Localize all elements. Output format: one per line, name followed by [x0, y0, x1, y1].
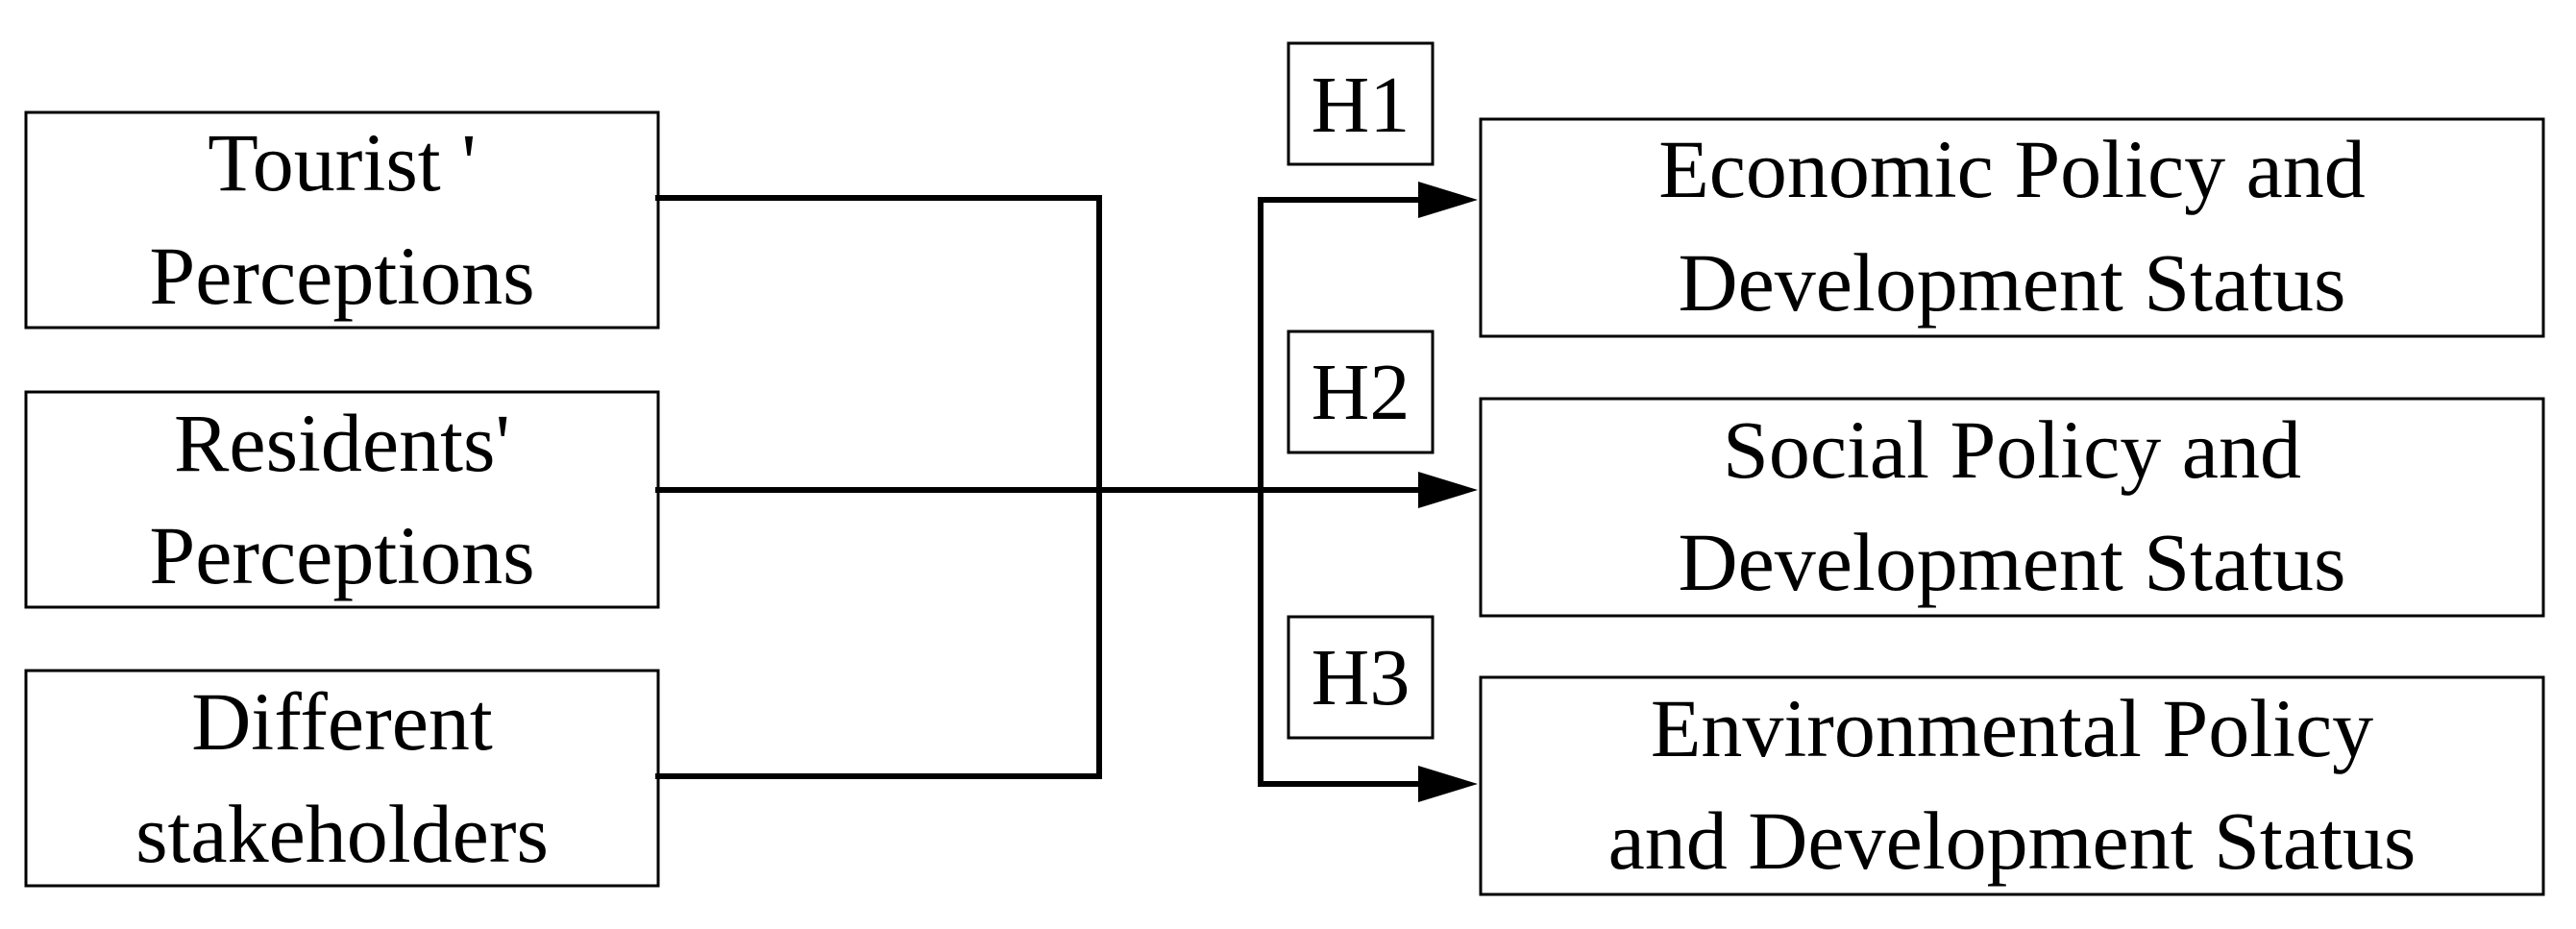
output-label-line1: Social Policy and	[1723, 403, 2301, 496]
output-box-environmental: Environmental Policy and Development Sta…	[1479, 675, 2545, 896]
output-label-line1: Environmental Policy	[1651, 682, 2373, 774]
hypothesis-label: H1	[1312, 61, 1411, 150]
output-label-line1: Economic Policy and	[1658, 123, 2366, 215]
hypothesis-label: H2	[1312, 348, 1411, 437]
hypothesis-h3: H3	[1287, 615, 1435, 740]
output-box-economic: Economic Policy and Development Status	[1479, 117, 2545, 338]
hypothesis-h2: H2	[1287, 330, 1435, 454]
input-box-stakeholders: Different stakeholders	[24, 669, 660, 888]
input-label-line2: Perceptions	[149, 230, 534, 322]
input-label-line2: stakeholders	[135, 788, 549, 880]
arrow-h3-head	[1418, 766, 1478, 802]
input-box-tourists: Tourist ' Perceptions	[24, 110, 660, 330]
arrow-h2-head	[1418, 472, 1478, 508]
output-label-line2: Development Status	[1678, 236, 2345, 329]
output-label-line2: and Development Status	[1608, 795, 2417, 887]
input-label-line1: Tourist '	[208, 116, 476, 208]
input-label-line1: Residents'	[174, 397, 510, 489]
hypothesis-label: H3	[1312, 633, 1411, 722]
output-box-social: Social Policy and Development Status	[1479, 397, 2545, 618]
arrow-h1-head	[1418, 182, 1478, 218]
hypothesis-h1: H1	[1287, 41, 1435, 166]
output-label-line2: Development Status	[1678, 516, 2345, 608]
input-label-line1: Different	[191, 675, 493, 768]
input-box-residents: Residents' Perceptions	[24, 390, 660, 609]
input-label-line2: Perceptions	[149, 509, 534, 601]
